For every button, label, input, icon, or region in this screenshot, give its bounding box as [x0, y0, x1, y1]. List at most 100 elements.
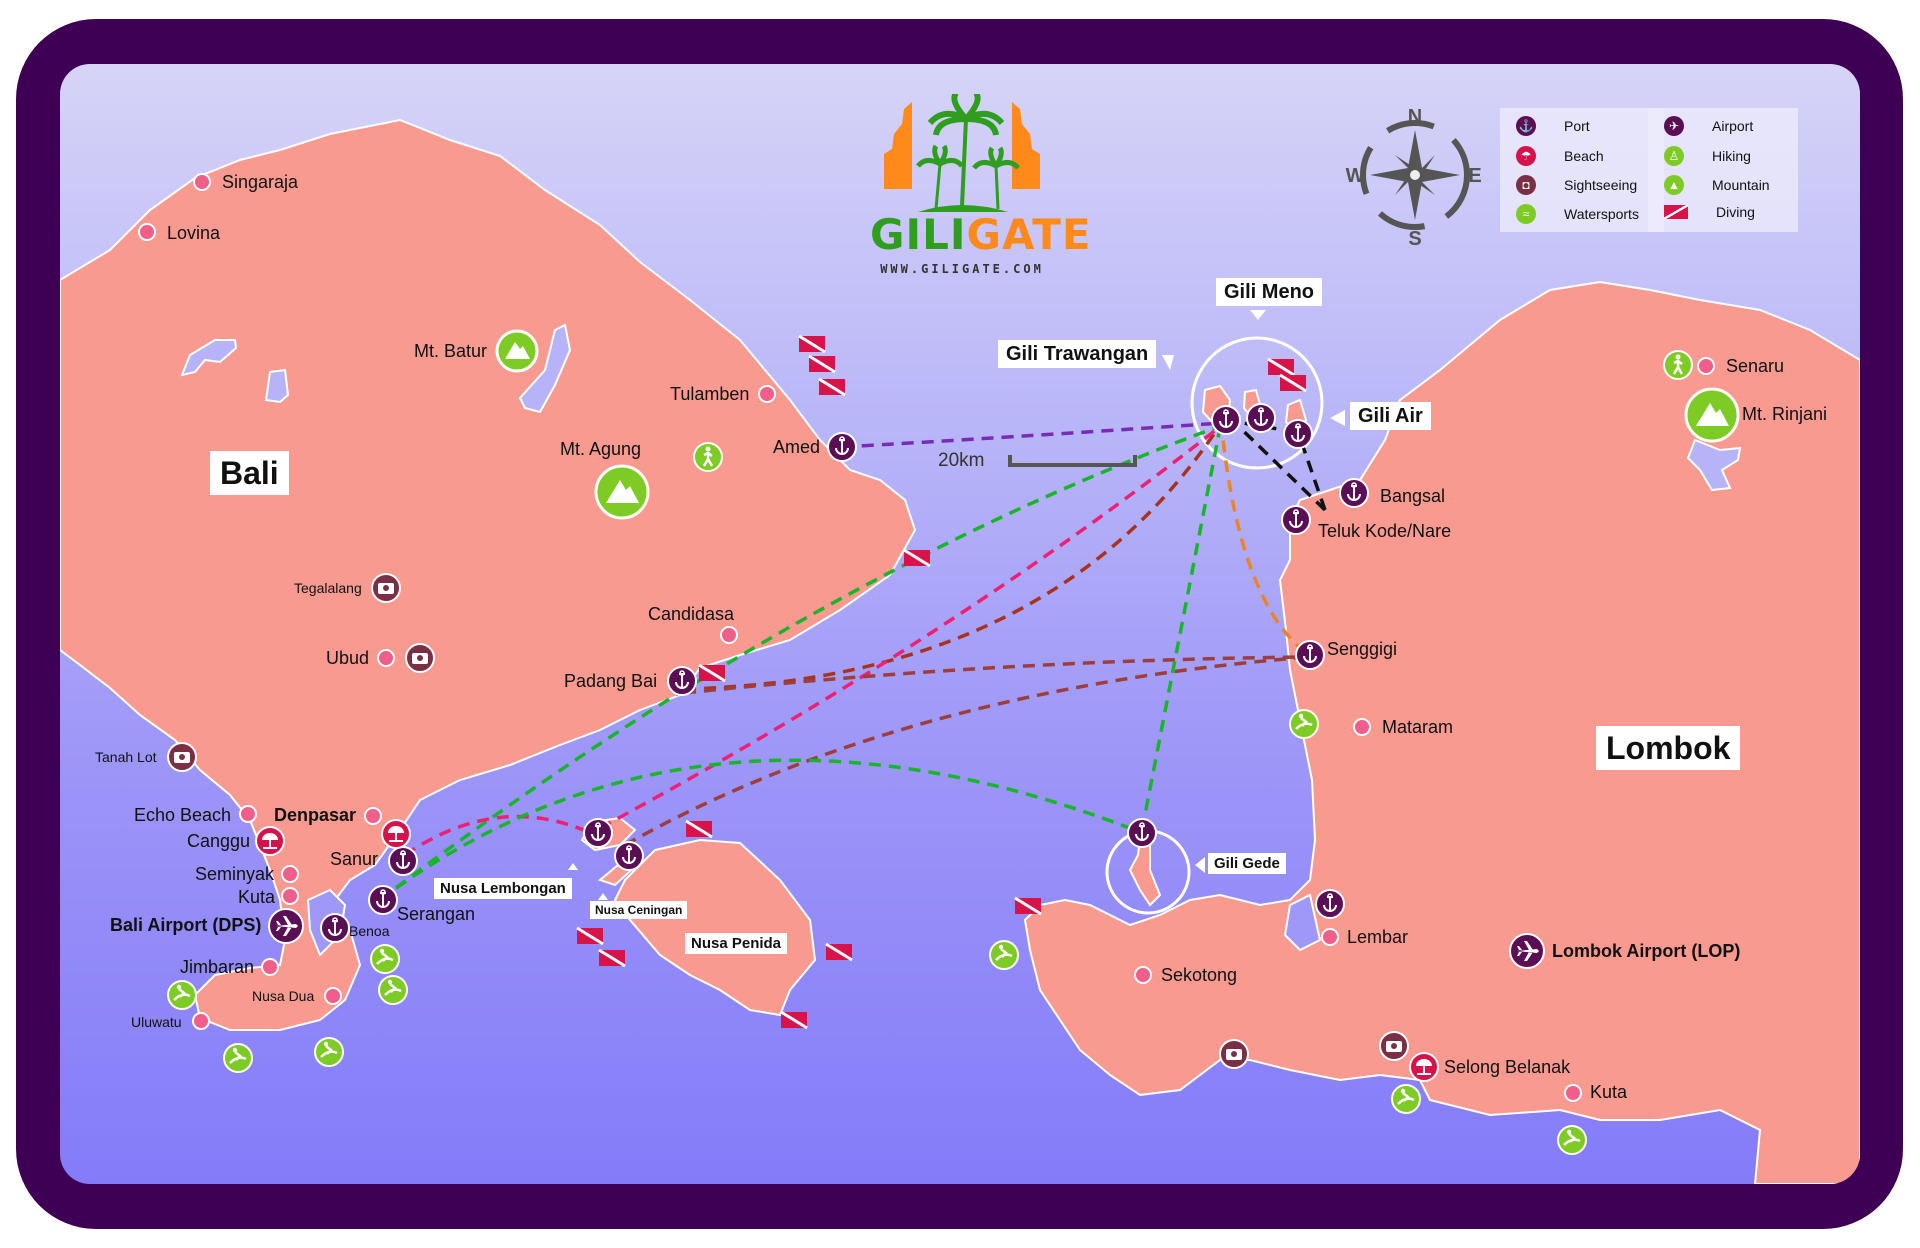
- island-label-nusa-penida[interactable]: Nusa Penida: [685, 933, 788, 954]
- place-label: Lovina: [167, 223, 221, 243]
- route-gilgede-gili: [1140, 427, 1222, 831]
- legend-item-watersports: ≈Watersports: [1516, 204, 1639, 224]
- surfer-icon: [988, 939, 1020, 971]
- place-label: Sekotong: [1161, 965, 1238, 985]
- compass-icon: N S E W: [1346, 106, 1482, 250]
- place-label: Tanah Lot: [95, 749, 157, 765]
- place-label: Singaraja: [222, 172, 299, 192]
- hiker-icon: [692, 441, 724, 473]
- surfer-icon: [1390, 1083, 1422, 1115]
- route-padangbai-senggigi: [683, 655, 1309, 695]
- dive-flag-icon: [807, 354, 837, 374]
- legend-item-beach: ☂ Beach: [1516, 146, 1604, 166]
- place-label: Uluwatu: [131, 1014, 182, 1030]
- anchor-icon: [320, 913, 350, 943]
- mountain-icon: [495, 329, 539, 373]
- place-label: Canggu: [187, 831, 251, 851]
- route-lembongan-gili: [599, 423, 1224, 830]
- place-label: Jimbaran: [180, 957, 255, 977]
- surfer-icon: [313, 1036, 345, 1068]
- legend-item-diving: Diving: [1664, 204, 1755, 220]
- anchor-icon: [1315, 889, 1345, 919]
- place-label: Nusa Dua: [252, 988, 315, 1004]
- place-label: Tegalalang: [294, 580, 362, 596]
- island-label-gili-trawangan[interactable]: Gili Trawangan: [998, 340, 1157, 368]
- anchor-icon: [1281, 505, 1311, 535]
- beach-umbrella-icon: [1409, 1052, 1439, 1082]
- place-label: Mt. Agung: [560, 439, 642, 459]
- dive-flag-icon: [575, 926, 605, 946]
- surfer-icon: [166, 979, 198, 1011]
- legend-item-port: ⚓ Port: [1516, 116, 1590, 136]
- legend-item-mountain: ▲ Mountain: [1664, 175, 1770, 195]
- dive-flag-icon: [797, 334, 827, 354]
- place-label: Denpasar: [274, 805, 357, 825]
- land-layer: [60, 118, 1860, 1184]
- island-label-bali: Bali: [210, 451, 289, 495]
- mountain-icon: [594, 464, 650, 520]
- island-label-gili-meno[interactable]: Gili Meno: [1216, 278, 1322, 306]
- place-label: Echo Beach: [134, 805, 232, 825]
- scale-bar: [1008, 455, 1137, 467]
- camera-icon: [405, 643, 435, 673]
- anchor-icon: [1127, 818, 1157, 848]
- surfer-icon: [1556, 1124, 1588, 1156]
- svg-text:S: S: [1408, 228, 1421, 250]
- anchor-icon: [1211, 405, 1241, 435]
- place-label: Teluk Kode/Nare: [1318, 521, 1452, 541]
- legend-label: Watersports: [1564, 206, 1639, 222]
- route-lembongan-senggigi: [624, 655, 1309, 847]
- dive-flag-icon: [697, 663, 727, 683]
- place-label: Lembar: [1347, 927, 1409, 947]
- island-label-gili-gede[interactable]: Gili Gede: [1208, 853, 1286, 874]
- dive-flag-icon: [1278, 373, 1308, 393]
- place-label: Senaru: [1726, 356, 1785, 376]
- giligate-logo: [884, 94, 1040, 212]
- anchor-icon: ⚓: [1516, 116, 1536, 136]
- brand-url[interactable]: WWW.GILIGATE.COM: [880, 262, 1044, 276]
- gili-gede-landmass: [1128, 838, 1162, 907]
- place-label: Selong Belanak: [1444, 1057, 1571, 1077]
- map-legend: ⚓Port ☂Beach ◘Sightseeing ≈Watersports ✈…: [1500, 108, 1800, 232]
- beach-umbrella-icon: [381, 819, 411, 849]
- island-label-nusa-lembongan[interactable]: Nusa Lembongan: [434, 878, 572, 899]
- svg-text:W: W: [1346, 165, 1365, 187]
- legend-item-sightseeing: ◘Sightseeing: [1516, 175, 1637, 195]
- beach-umbrella-icon: ☂: [1516, 146, 1536, 166]
- anchor-icon: [667, 666, 697, 696]
- legend-label: Mountain: [1712, 177, 1770, 193]
- place-label: Kuta: [1590, 1082, 1628, 1102]
- legend-label: Airport: [1712, 118, 1754, 134]
- camera-icon: ◘: [1516, 175, 1536, 195]
- legend-label: Hiking: [1712, 148, 1751, 164]
- route-amed-gili: [841, 421, 1223, 449]
- dive-flag-icon: [684, 819, 714, 839]
- anchor-icon: [614, 841, 644, 871]
- anchor-icon: [1283, 419, 1313, 449]
- place-label: Mt. Batur: [414, 341, 488, 361]
- camera-icon: [167, 742, 197, 772]
- mountain-icon: ▲: [1664, 175, 1684, 195]
- nusa-penida-landmass: [613, 838, 817, 1017]
- island-label-nusa-ceningan[interactable]: Nusa Ceningan: [590, 901, 688, 919]
- camera-icon: [371, 573, 401, 603]
- route-senggigi-gili: [1220, 429, 1307, 654]
- legend-label: Beach: [1564, 148, 1604, 164]
- anchor-icon: [1295, 640, 1325, 670]
- island-label-gili-air[interactable]: Gili Air: [1350, 402, 1431, 430]
- beach-umbrella-icon: [255, 826, 285, 856]
- route-padangbai-gili: [683, 427, 1220, 691]
- route-serangan-gili: [378, 426, 1216, 902]
- airplane-icon: [1509, 933, 1545, 969]
- dive-flag-icon: [1664, 205, 1688, 219]
- place-label: Seminyak: [195, 864, 275, 884]
- place-label: Bangsal: [1380, 486, 1446, 506]
- hiker-icon: ♙: [1664, 146, 1684, 166]
- dive-flag-icon: [1266, 357, 1296, 377]
- surfer-icon: [222, 1042, 254, 1074]
- svg-text:E: E: [1468, 165, 1481, 187]
- brand-name-gate: GATE: [966, 210, 1092, 259]
- place-label: Mataram: [1382, 717, 1454, 737]
- legend-label: Port: [1564, 118, 1590, 134]
